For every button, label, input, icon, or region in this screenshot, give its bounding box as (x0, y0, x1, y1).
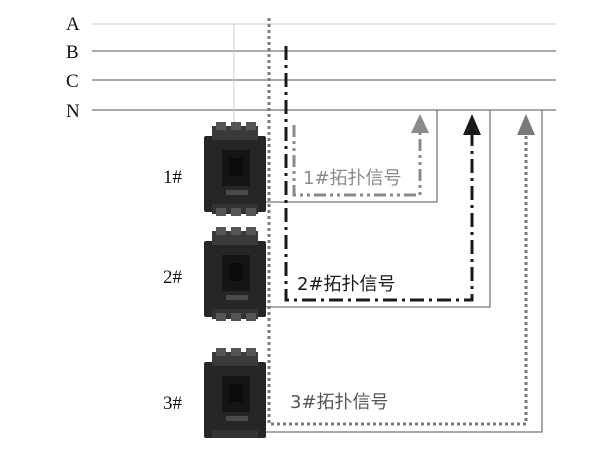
signal-arrow-1 (411, 114, 429, 133)
signal-path-2 (284, 46, 481, 302)
signal-label-3: 3#拓扑信号 (290, 392, 389, 413)
breaker-labels: 1# 2# 3# (163, 167, 183, 414)
signal-arrow-3 (517, 114, 535, 135)
return-wire-3 (264, 110, 543, 433)
bus-labels: A B C N (66, 14, 80, 122)
signal-path-3 (267, 18, 535, 426)
signal-label-1: 1#拓扑信号 (303, 168, 402, 189)
signal-path-1 (292, 114, 429, 197)
breaker-1 (204, 122, 266, 216)
bus-label-c: C (66, 71, 79, 92)
bus-label-a: A (66, 14, 80, 35)
return-wires (264, 110, 543, 433)
return-wire-1 (264, 110, 438, 203)
breaker-label-2: 2# (163, 267, 183, 288)
signal-labels: 1#拓扑信号 2#拓扑信号 3#拓扑信号 (290, 168, 402, 413)
breaker-2 (204, 227, 266, 321)
bus-label-b: B (66, 42, 79, 63)
return-wire-2 (264, 110, 491, 308)
breaker-label-3: 3# (163, 393, 183, 414)
breaker-3 (204, 348, 266, 438)
breaker-label-1: 1# (163, 167, 183, 188)
signal-arrow-2 (463, 114, 481, 135)
bus-lines (92, 23, 556, 111)
signal-label-2: 2#拓扑信号 (297, 274, 396, 295)
bus-label-n: N (66, 101, 80, 122)
